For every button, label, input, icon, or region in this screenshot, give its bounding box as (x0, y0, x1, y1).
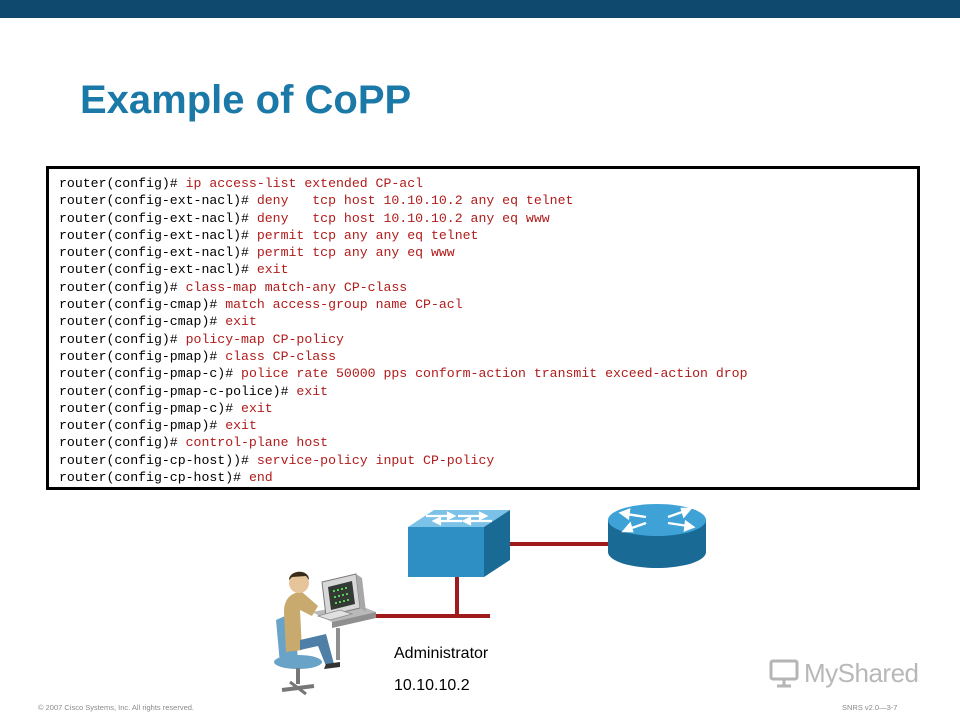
config-command: exit (256, 262, 289, 278)
config-prompt: router(config-pmap-c)# (59, 366, 242, 382)
config-line: router(config-cp-host)# end (59, 469, 748, 486)
top-bar (0, 0, 960, 18)
config-prompt: router(config)# (59, 331, 186, 347)
config-line: router(config-pmap-c)# exit (59, 400, 748, 417)
config-line: router(config)# class-map match-any CP-c… (59, 279, 748, 296)
config-line: router(config-ext-nacl)# deny tcp host 1… (59, 192, 748, 209)
config-line: router(config-pmap)# exit (59, 417, 748, 434)
router-icon[interactable] (608, 504, 706, 568)
config-prompt: router(config-pmap)# (59, 418, 226, 434)
config-command: match access-group name CP-acl (225, 297, 463, 313)
config-prompt: router(config-cp-host))# (59, 452, 257, 468)
config-command: exit (296, 383, 329, 399)
config-command: exit (225, 418, 257, 434)
config-prompt: router(config)# (59, 279, 186, 295)
config-command: police rate 50000 pps conform-action tra… (241, 366, 748, 382)
config-command: control-plane host (185, 435, 329, 451)
config-line: router(config-pmap-c)# police rate 50000… (59, 365, 748, 382)
config-prompt: router(config)# (59, 435, 186, 451)
config-line: router(config)# ip access-list extended … (59, 175, 748, 192)
config-prompt: router(config-pmap-c)# (59, 400, 242, 416)
config-command: exit (241, 400, 273, 416)
config-command: permit tcp any any eq telnet (256, 227, 479, 243)
switch-icon[interactable] (408, 510, 510, 577)
config-command: class-map match-any CP-class (185, 279, 408, 295)
config-line: router(config-pmap)# class CP-class (59, 348, 748, 365)
config-line: router(config-cp-host))# service-policy … (59, 452, 748, 469)
config-prompt: router(config-ext-nacl)# (59, 210, 257, 226)
config-code-box: router(config)# ip access-list extended … (46, 166, 920, 490)
config-prompt: router(config-cp-host)# (59, 470, 249, 486)
config-prompt: router(config-pmap)# (59, 348, 226, 364)
config-line: router(config-ext-nacl)# permit tcp any … (59, 227, 748, 244)
config-prompt: router(config-cmap)# (59, 297, 226, 313)
config-line: router(config)# control-plane host (59, 434, 748, 451)
config-line: router(config-cmap)# match access-group … (59, 296, 748, 313)
config-command: permit tcp any any eq www (256, 245, 455, 261)
config-prompt: router(config-ext-nacl)# (59, 245, 257, 261)
config-command: end (248, 470, 273, 486)
config-line: router(config-ext-nacl)# exit (59, 261, 748, 278)
footer-course-code: SNRS v2.0—3-7 (842, 703, 898, 712)
config-prompt: router(config-ext-nacl)# (59, 193, 257, 209)
brand-name: MyShared (804, 657, 919, 688)
config-command: ip access-list extended CP-acl (185, 176, 424, 191)
administrator-workstation-icon[interactable] (274, 571, 376, 696)
config-command: deny tcp host 10.10.10.2 any eq www (256, 210, 550, 226)
presentation-screen-icon (769, 659, 799, 688)
config-command: policy-map CP-policy (185, 331, 344, 347)
config-command: class CP-class (225, 348, 336, 364)
config-prompt: router(config)# (59, 176, 186, 191)
config-line: router(config-ext-nacl)# deny tcp host 1… (59, 210, 748, 227)
config-line: router(config-cmap)# exit (59, 313, 748, 330)
config-line: router(config)# policy-map CP-policy (59, 331, 748, 348)
footer-copyright: © 2007 Cisco Systems, Inc. All rights re… (38, 703, 195, 712)
config-prompt: router(config-ext-nacl)# (59, 227, 257, 243)
config-command: service-policy input CP-policy (256, 452, 495, 468)
config-line: router(config-ext-nacl)# permit tcp any … (59, 244, 748, 261)
administrator-label: Administrator (394, 645, 489, 662)
administrator-ip: 10.10.10.2 (394, 677, 470, 694)
config-command: deny tcp host 10.10.10.2 any eq telnet (256, 193, 574, 209)
brand-logo: MyShared (768, 656, 919, 690)
config-command: exit (225, 314, 257, 330)
config-prompt: router(config-cmap)# (59, 314, 226, 330)
config-prompt: router(config-pmap-c-police)# (59, 383, 297, 399)
config-code: router(config)# ip access-list extended … (59, 175, 748, 486)
config-prompt: router(config-ext-nacl)# (59, 262, 257, 278)
config-line: router(config-pmap-c-police)# exit (59, 383, 748, 400)
slide-title: Example of CoPP (80, 78, 412, 122)
